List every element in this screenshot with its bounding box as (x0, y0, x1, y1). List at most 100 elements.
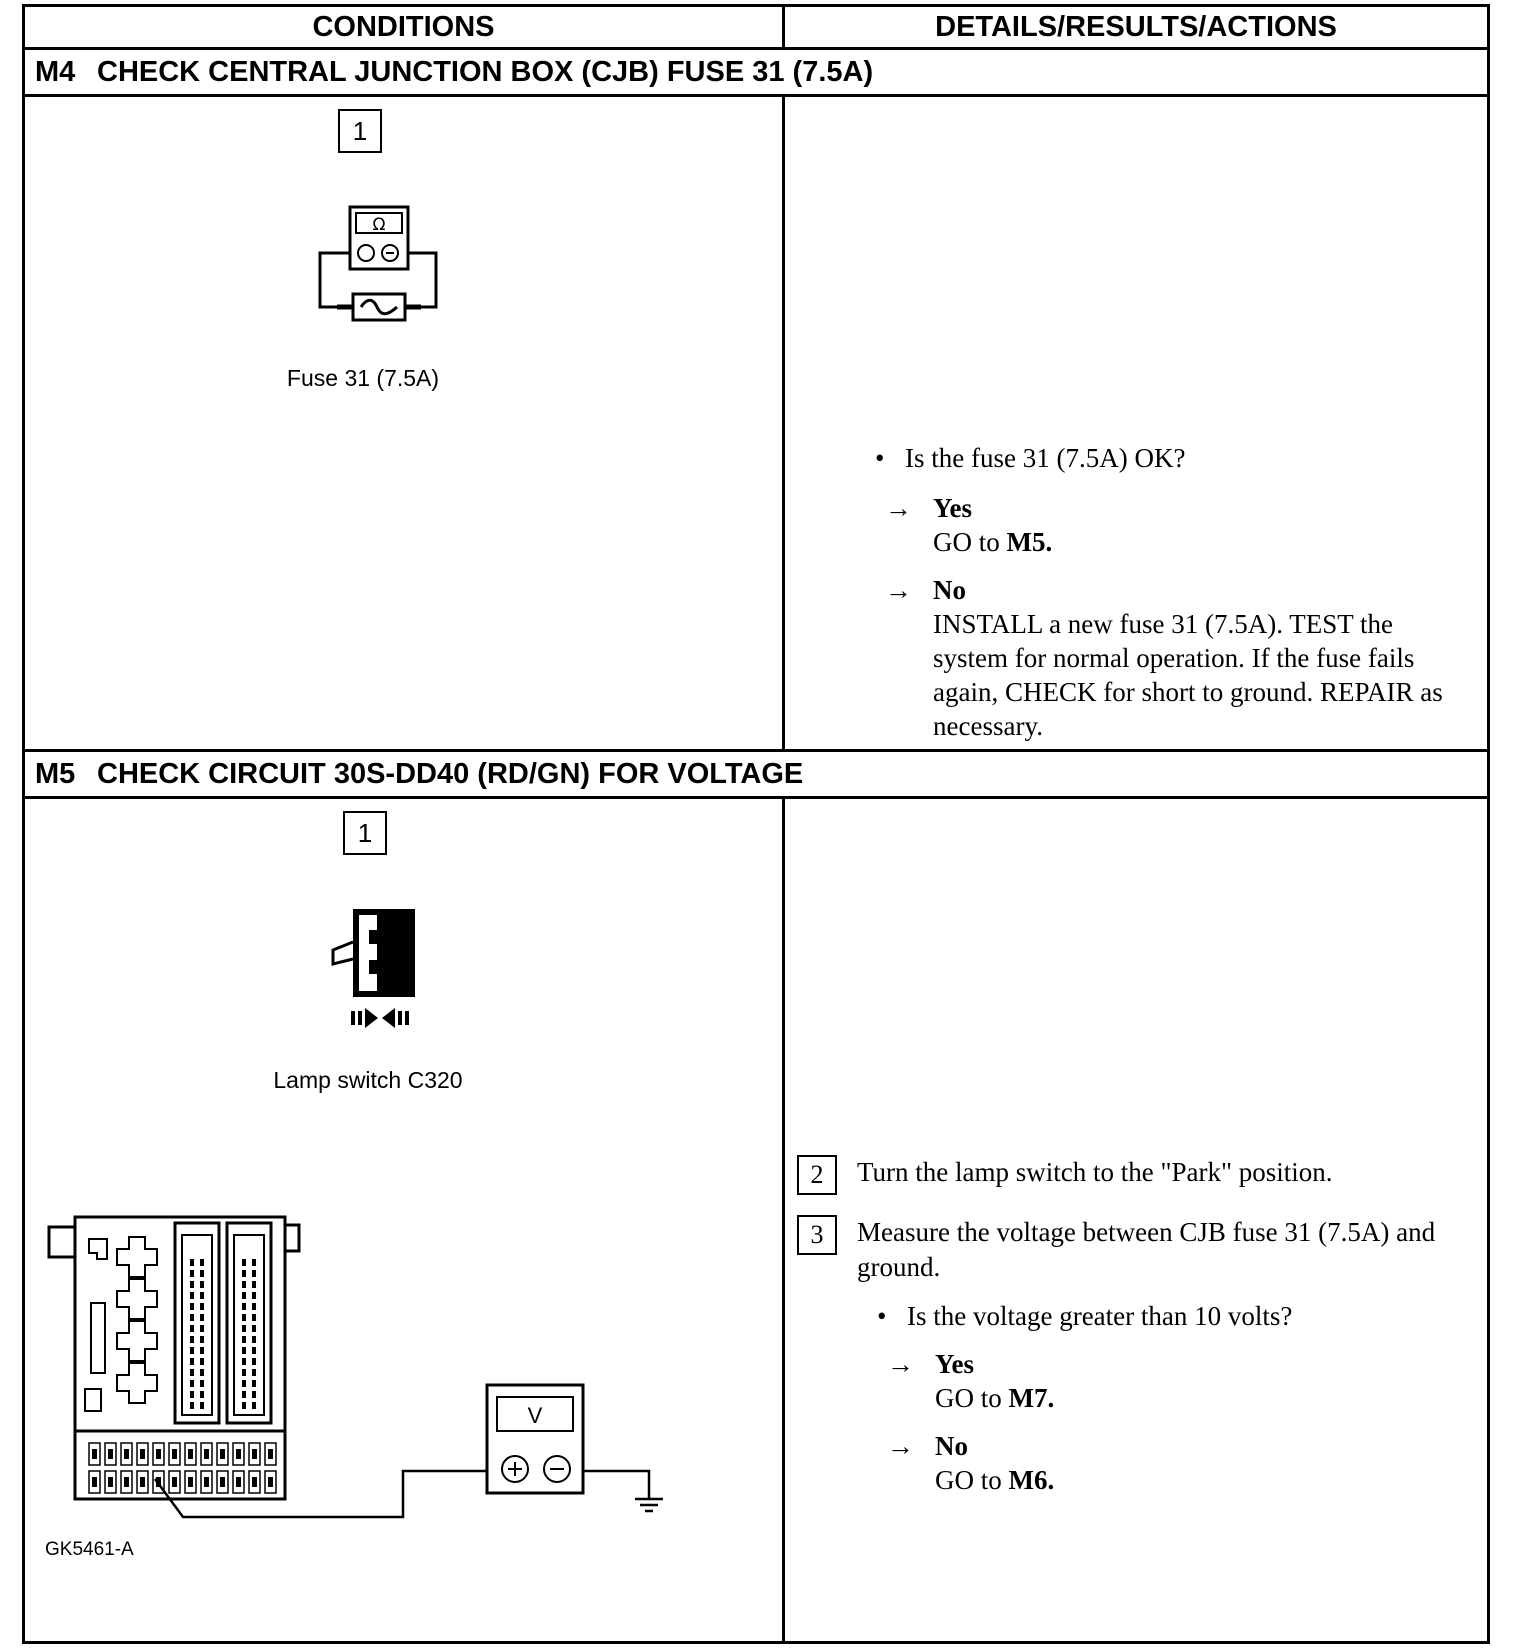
pin (200, 1270, 204, 1277)
m4-question: • Is the fuse 31 (7.5A) OK? (875, 441, 1185, 476)
m4-yes-label: Yes (933, 493, 972, 523)
pin (190, 1402, 194, 1409)
m4-details-cell: • Is the fuse 31 (7.5A) OK? → Yes GO to M… (782, 94, 1490, 752)
pin (190, 1281, 194, 1288)
pin (190, 1292, 194, 1299)
pin (242, 1336, 246, 1343)
pin (242, 1270, 246, 1277)
m5-step-3-box: 3 (797, 1215, 837, 1255)
pin (200, 1325, 204, 1332)
m5-conditions-cell: 1 Lamp switch C320 (22, 796, 785, 1644)
pin (190, 1270, 194, 1277)
pin (190, 1391, 194, 1398)
pin (200, 1402, 204, 1409)
figure-id: GK5461-A (45, 1539, 134, 1560)
arrow-icon: → (887, 1349, 914, 1379)
m5-step-3: 3 Measure the voltage between CJB fuse 3… (797, 1215, 1437, 1285)
details-column-header: DETAILS/RESULTS/ACTIONS (782, 4, 1490, 50)
pin (200, 1314, 204, 1321)
relay (116, 1320, 158, 1362)
ohmmeter-fuse-icon: Ω (318, 205, 438, 322)
pin (242, 1259, 246, 1266)
pin (200, 1303, 204, 1310)
m5-step-title: M5 CHECK CIRCUIT 30S-DD40 (RD/GN) FOR VOL… (22, 749, 1490, 799)
pin (200, 1259, 204, 1266)
pin (200, 1391, 204, 1398)
relay (116, 1278, 158, 1320)
m5-yes-label: Yes (935, 1349, 974, 1379)
m4-step-code: M4 (35, 55, 76, 88)
m4-no-answer: → No INSTALL a new fuse 31 (7.5A). TEST … (885, 573, 1445, 743)
pin (200, 1380, 204, 1387)
pin (252, 1380, 256, 1387)
cjb-voltage-measurement-diagram: V (47, 1215, 663, 1519)
m5-step-title-text: CHECK CIRCUIT 30S-DD40 (RD/GN) FOR VOLTA… (97, 757, 804, 790)
m5-yes-answer: → Yes GO to M7. (887, 1347, 1427, 1415)
m5-no-action-prefix: GO to (935, 1465, 1009, 1495)
pin (190, 1259, 194, 1266)
m5-details-cell: 2 Turn the lamp switch to the "Park" pos… (782, 796, 1490, 1644)
arrow-icon: → (887, 1431, 914, 1461)
pin (242, 1325, 246, 1332)
pin (252, 1358, 256, 1365)
m4-yes-action-target: M5. (1006, 527, 1053, 557)
pin (252, 1325, 256, 1332)
pin (200, 1358, 204, 1365)
pin (242, 1380, 246, 1387)
pin (242, 1358, 246, 1365)
conditions-column-header: CONDITIONS (22, 4, 785, 50)
pin (252, 1259, 256, 1266)
pin (242, 1391, 246, 1398)
m4-yes-action-prefix: GO to (933, 527, 1007, 557)
m5-step-3-text: Measure the voltage between CJB fuse 31 … (857, 1217, 1436, 1282)
pin (242, 1303, 246, 1310)
pin (252, 1281, 256, 1288)
m4-no-label: No (933, 575, 966, 605)
arrow-icon: → (885, 575, 912, 605)
pin (252, 1336, 256, 1343)
pin (242, 1402, 246, 1409)
pin (200, 1369, 204, 1376)
relay (116, 1362, 158, 1404)
pin (242, 1347, 246, 1354)
m5-step-2-text: Turn the lamp switch to the "Park" posit… (857, 1157, 1333, 1187)
pin (252, 1369, 256, 1376)
pin (242, 1314, 246, 1321)
pin (242, 1369, 246, 1376)
m5-yes-action-target: M7. (1008, 1383, 1055, 1413)
m5-question: •Is the voltage greater than 10 volts? (877, 1299, 1292, 1334)
pin (190, 1314, 194, 1321)
m4-yes-answer: → Yes GO to M5. (885, 491, 1445, 559)
pin (252, 1314, 256, 1321)
pin (200, 1292, 204, 1299)
m5-step-code: M5 (35, 757, 76, 790)
m5-yes-action-prefix: GO to (935, 1383, 1009, 1413)
m4-question-text: Is the fuse 31 (7.5A) OK? (905, 443, 1186, 473)
pin (200, 1347, 204, 1354)
m5-step-2-box: 2 (797, 1155, 837, 1195)
m5-no-answer: → No GO to M6. (887, 1429, 1427, 1497)
m4-conditions-cell: 1 Ω Fuse 31 (7.5A) (22, 94, 785, 752)
m5-step-2: 2 Turn the lamp switch to the "Park" pos… (797, 1155, 1437, 1195)
bullet-icon: • (875, 443, 885, 473)
pin (252, 1270, 256, 1277)
pin (200, 1281, 204, 1288)
pin (190, 1347, 194, 1354)
arrow-icon: → (885, 493, 912, 523)
pin (242, 1292, 246, 1299)
pin (252, 1347, 256, 1354)
pin (242, 1281, 246, 1288)
pin (190, 1369, 194, 1376)
m5-question-text: Is the voltage greater than 10 volts? (907, 1301, 1293, 1331)
m4-step-title-text: CHECK CENTRAL JUNCTION BOX (CJB) FUSE 31… (97, 55, 874, 88)
pin (190, 1325, 194, 1332)
voltmeter-symbol: V (528, 1403, 543, 1428)
m5-no-action-target: M6. (1008, 1465, 1055, 1495)
lamp-switch-caption: Lamp switch C320 (273, 1067, 463, 1093)
pin (200, 1336, 204, 1343)
connector-disconnect-icon (331, 909, 415, 1028)
m5-no-label: No (935, 1431, 968, 1461)
pin (252, 1402, 256, 1409)
